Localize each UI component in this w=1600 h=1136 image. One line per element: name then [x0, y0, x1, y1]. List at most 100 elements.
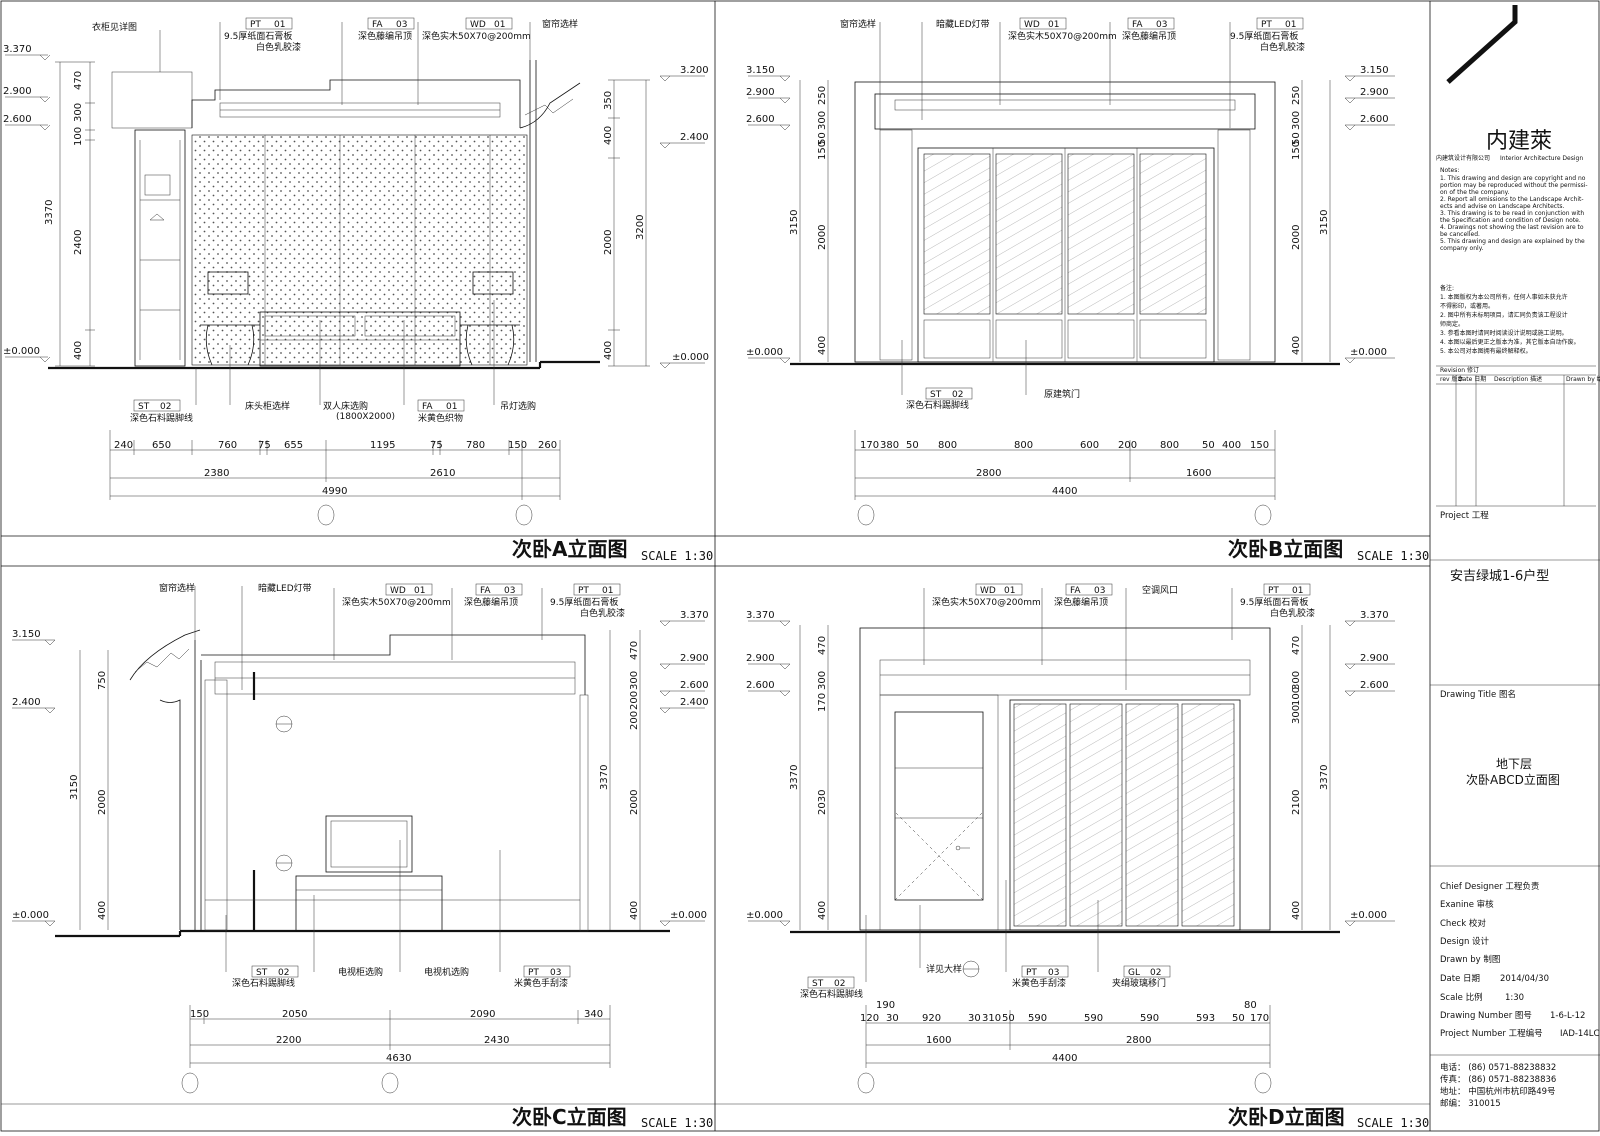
svg-text:150: 150: [817, 141, 828, 160]
svg-text:760: 760: [218, 440, 237, 451]
svg-text:150: 150: [190, 1009, 209, 1020]
svg-text:Exanine 审核: Exanine 审核: [1440, 899, 1494, 910]
svg-text:1. This drawing and design are: 1. This drawing and design are copyright…: [1440, 175, 1586, 182]
svg-text:Scale 比例: Scale 比例: [1440, 992, 1483, 1003]
svg-text:Drawing Number 图号: Drawing Number 图号: [1440, 1011, 1532, 1021]
svg-text:Chief Designer 工程负责: Chief Designer 工程负责: [1440, 881, 1540, 892]
svg-text:Revision 修订: Revision 修订: [1440, 366, 1479, 374]
svg-text:Date 日期: Date 日期: [1440, 974, 1480, 984]
svg-text:±0.000: ±0.000: [672, 352, 709, 363]
svg-text:800: 800: [1160, 440, 1179, 451]
svg-text:±0.000: ±0.000: [746, 910, 783, 921]
svg-text:1195: 1195: [370, 440, 395, 451]
svg-text:300: 300: [629, 671, 640, 690]
svg-text:400: 400: [817, 336, 828, 355]
company-small: 内建筑设计有限公司: [1436, 154, 1490, 162]
svg-text:470: 470: [73, 71, 84, 90]
svg-text:白色乳胶漆: 白色乳胶漆: [1270, 607, 1315, 619]
svg-text:2.600: 2.600: [1360, 114, 1389, 125]
svg-text:暗藏LED灯带: 暗藏LED灯带: [258, 582, 312, 594]
panel-b: 3.150 2.900 2.600 ±0.000 3.150 2.900 2.6…: [746, 17, 1429, 563]
svg-text:50: 50: [1232, 1013, 1245, 1024]
panel-b-axis-markers: [857, 504, 1272, 526]
svg-text:590: 590: [1084, 1013, 1103, 1024]
svg-text:50: 50: [1002, 1013, 1015, 1024]
svg-text:50: 50: [906, 440, 919, 451]
panel-b-bottom-labels: ST 02 深色石料踢脚线 原建筑门: [901, 340, 1080, 411]
svg-text:2.600: 2.600: [1360, 680, 1389, 691]
svg-text:4990: 4990: [322, 486, 347, 497]
svg-text:2800: 2800: [1126, 1035, 1151, 1046]
svg-text:310: 310: [982, 1013, 1001, 1024]
svg-text:Date 日期: Date 日期: [1458, 375, 1486, 383]
svg-text:03: 03: [1094, 586, 1105, 596]
svg-text:±0.000: ±0.000: [1350, 910, 1387, 921]
svg-text:4. 本图以最后更正之版本为准，其它版本自动作废。: 4. 本图以最后更正之版本为准，其它版本自动作废。: [1440, 338, 1580, 346]
svg-text:2000: 2000: [629, 790, 640, 815]
svg-text:200: 200: [1118, 440, 1137, 451]
svg-text:2100: 2100: [1291, 790, 1302, 815]
svg-text:1. 本图版权为本公司所有，任何人事如未获允许: 1. 本图版权为本公司所有，任何人事如未获允许: [1440, 293, 1568, 301]
elevation-d-geometry: [790, 627, 1340, 978]
svg-text:不得影印，或著用。: 不得影印，或著用。: [1440, 302, 1494, 310]
svg-text:30: 30: [886, 1013, 899, 1024]
svg-text:150: 150: [1291, 141, 1302, 160]
svg-text:01: 01: [414, 586, 425, 596]
svg-text:2030: 2030: [817, 790, 828, 815]
svg-text:170: 170: [817, 693, 828, 712]
svg-text:01: 01: [446, 402, 457, 412]
svg-text:2. Report all omissions to the: 2. Report all omissions to the Landscape…: [1440, 196, 1584, 203]
logo-mark: [1446, 5, 1518, 84]
svg-text:白色乳胶漆: 白色乳胶漆: [1260, 41, 1305, 53]
svg-text:±0.000: ±0.000: [12, 910, 49, 921]
svg-text:电视柜选购: 电视柜选购: [338, 966, 383, 978]
panel-d-levels: 3.370 2.900 2.600 ±0.000 3.370 2.900 2.6…: [746, 610, 1395, 927]
svg-text:9.5厚纸面石膏板: 9.5厚纸面石膏板: [1240, 596, 1308, 608]
svg-text:400: 400: [629, 901, 640, 920]
svg-text:400: 400: [1222, 440, 1241, 451]
svg-text:2000: 2000: [97, 790, 108, 815]
svg-text:300: 300: [817, 671, 828, 690]
svg-text:ects and advise on Landscape A: ects and advise on Landscape Architects.: [1440, 203, 1565, 210]
svg-text:原建筑门: 原建筑门: [1044, 388, 1080, 400]
svg-text:3. 参看本图时请同时阅读设计说明或施工说明。: 3. 参看本图时请同时阅读设计说明或施工说明。: [1440, 329, 1568, 337]
svg-text:深色实木50X70@200mm: 深色实木50X70@200mm: [342, 596, 451, 608]
svg-text:3370: 3370: [789, 765, 800, 790]
svg-text:02: 02: [160, 402, 171, 412]
svg-text:深色石料踢脚线: 深色石料踢脚线: [906, 399, 969, 411]
svg-text:250: 250: [1291, 86, 1302, 105]
svg-text:暗藏LED灯带: 暗藏LED灯带: [936, 18, 990, 30]
svg-text:2.400: 2.400: [680, 132, 709, 143]
svg-text:PT: PT: [1268, 586, 1279, 596]
svg-text:4. Drawings not showing the la: 4. Drawings not showing the last revisio…: [1440, 224, 1584, 231]
svg-text:on of the the company.: on of the the company.: [1440, 189, 1509, 196]
panel-b-vdims: 250 300 50 150 2000 3150 400 250 300 50 …: [789, 80, 1331, 362]
svg-text:3.370: 3.370: [746, 610, 775, 621]
svg-text:300: 300: [1291, 111, 1302, 130]
panel-a-scale: SCALE 1:30: [641, 549, 713, 563]
svg-text:150: 150: [1250, 440, 1269, 451]
project-label: Project 工程: [1440, 511, 1489, 521]
panel-d-hdims: 190 80 120 30 920 30 310 50 590 590 590 …: [860, 1000, 1271, 1068]
svg-text:600: 600: [1080, 440, 1099, 451]
svg-text:400: 400: [97, 901, 108, 920]
svg-text:01: 01: [274, 20, 285, 30]
svg-text:593: 593: [1196, 1013, 1215, 1024]
svg-text:340: 340: [584, 1009, 603, 1020]
svg-text:2.900: 2.900: [746, 653, 775, 664]
level-marks-left: 3.370 2.900 2.600 ±0.000: [3, 44, 51, 363]
svg-text:02: 02: [278, 968, 289, 978]
svg-text:白色乳胶漆: 白色乳胶漆: [256, 41, 301, 53]
svg-text:±0.000: ±0.000: [1350, 347, 1387, 358]
svg-text:02: 02: [1150, 968, 1161, 978]
svg-text:3200: 3200: [635, 215, 646, 240]
svg-text:WD: WD: [470, 20, 486, 30]
svg-text:30: 30: [968, 1013, 981, 1024]
svg-text:夹绢玻璃移门: 夹绢玻璃移门: [1112, 977, 1166, 989]
svg-text:50: 50: [1202, 440, 1215, 451]
svg-text:3.200: 3.200: [680, 65, 709, 76]
svg-text:the Specification and conditio: the Specification and condition of Desig…: [1440, 217, 1581, 224]
svg-text:2000: 2000: [603, 230, 614, 255]
